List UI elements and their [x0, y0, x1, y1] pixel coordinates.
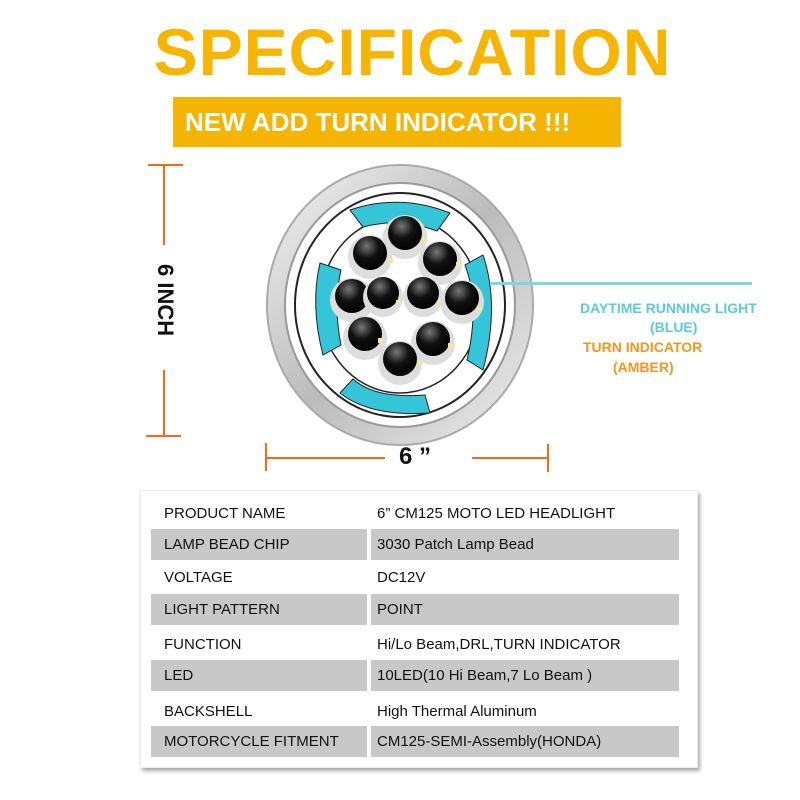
width-dimension-line-right — [472, 457, 549, 459]
spec-value: 3030 Patch Lamp Bead — [371, 529, 679, 560]
spec-label: LIGHT PATTERN — [151, 594, 367, 625]
spec-label: MOTORCYCLE FITMENT — [151, 726, 367, 757]
spec-label: VOLTAGE — [164, 569, 233, 586]
spec-value: DC12V — [377, 569, 426, 586]
spec-value: High Thermal Aluminum — [377, 703, 537, 720]
spec-value: Hi/Lo Beam,DRL,TURN INDICATOR — [377, 636, 621, 653]
height-dimension-bottom-tick — [146, 435, 181, 437]
drl-color-label: (BLUE) — [650, 319, 698, 335]
height-label: 6 INCH — [153, 264, 178, 337]
led-beads — [330, 215, 484, 385]
spec-value: 10LED(10 Hi Beam,7 Lo Beam ) — [371, 660, 679, 691]
drl-callout-line — [490, 282, 752, 285]
spec-label: FUNCTION — [164, 636, 242, 653]
page-title: SPECIFICATION — [153, 15, 672, 89]
spec-label: PRODUCT NAME — [164, 505, 286, 522]
spec-row: PRODUCT NAME 6” CM125 MOTO LED HEADLIGHT — [151, 498, 679, 529]
spec-row: BACKSHELL High Thermal Aluminum — [151, 696, 679, 727]
width-dimension-right-tick — [547, 444, 549, 472]
feature-banner: NEW ADD TURN INDICATOR !!! — [173, 97, 621, 147]
spec-label: BACKSHELL — [164, 703, 253, 720]
turn-indicator-label: TURN INDICATOR — [583, 339, 703, 355]
spec-row: FUNCTION Hi/Lo Beam,DRL,TURN INDICATOR — [151, 629, 679, 660]
height-dimension-top-tick — [148, 164, 183, 166]
height-dimension-line-lower — [163, 370, 165, 436]
turn-color-label: (AMBER) — [613, 359, 674, 375]
spec-value: 6” CM125 MOTO LED HEADLIGHT — [377, 505, 616, 522]
height-dimension-line-upper — [163, 165, 165, 245]
spec-value: CM125-SEMI-Assembly(HONDA) — [371, 726, 679, 757]
spec-value: POINT — [371, 594, 679, 625]
width-label: 6 ” — [398, 443, 431, 470]
drl-label: DAYTIME RUNNING LIGHT — [580, 300, 757, 316]
headlight-image — [266, 164, 534, 446]
spec-label: LAMP BEAD CHIP — [151, 529, 367, 560]
spec-row: VOLTAGE DC12V — [151, 562, 679, 593]
spec-label: LED — [151, 660, 367, 691]
width-dimension-line-left — [265, 457, 385, 459]
